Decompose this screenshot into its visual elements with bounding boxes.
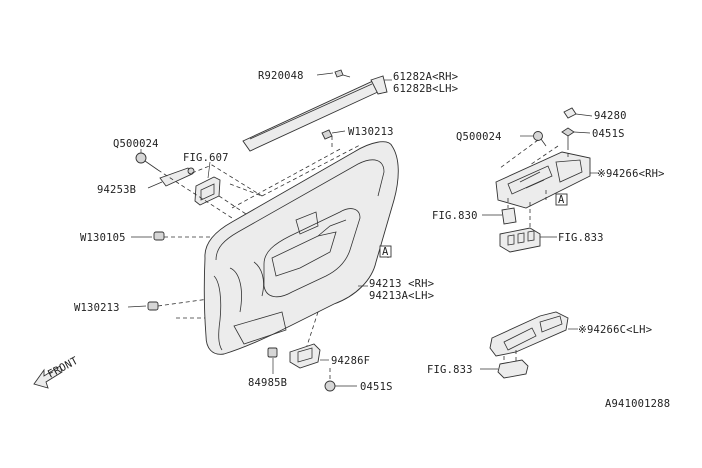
leader-w130213-low	[127, 305, 147, 308]
clip-w130213-low	[147, 301, 159, 311]
diagram-code: A941001288	[605, 398, 670, 410]
clip-r920048	[334, 69, 351, 78]
clip-84985b	[267, 347, 278, 374]
leader-94253b	[147, 181, 163, 189]
screw-q500024-left	[135, 152, 159, 171]
leader-fig607	[207, 161, 211, 179]
label-61282b: 61282B<LH>	[393, 83, 458, 95]
switch-panel-94266c	[489, 311, 569, 357]
weatherstrip-part	[242, 75, 388, 152]
label-94266c: ※94266C<LH>	[578, 324, 652, 336]
clip-w130105	[153, 231, 165, 241]
label-84985b: 84985B	[248, 377, 287, 389]
label-94213: 94213 <RH>	[369, 278, 434, 290]
label-w130213-top: W130213	[348, 126, 394, 138]
screw-0451s-low	[324, 380, 357, 392]
label-94253b: 94253B	[97, 184, 136, 196]
screw-0451s-right	[561, 127, 591, 146]
label-q500024-right: Q500024	[456, 131, 502, 143]
screw-q500024-right	[533, 131, 547, 147]
door-trim-panel	[203, 141, 399, 355]
label-fig833-top: FIG.833	[558, 232, 604, 244]
label-94286f: 94286F	[331, 355, 370, 367]
bracket-94286f	[289, 343, 321, 369]
callout-a-right: A	[558, 194, 565, 206]
bracket-94253b	[159, 167, 195, 187]
clip-w130213-top	[321, 129, 346, 140]
label-0451s-low: 0451S	[360, 381, 393, 393]
label-61282a: 61282A<RH>	[393, 71, 458, 83]
cap-94280	[563, 107, 593, 119]
switch-block-fig833-top	[499, 227, 541, 253]
label-q500024-left: Q500024	[113, 138, 159, 150]
callout-a-left: A	[382, 246, 389, 258]
label-94280: 94280	[594, 110, 627, 122]
switch-panel-94266	[495, 151, 591, 209]
label-0451s-right: 0451S	[592, 128, 625, 140]
inner-handle-fig607	[194, 176, 221, 206]
switch-fig830	[501, 207, 517, 225]
switch-block-fig833-low	[497, 359, 529, 379]
label-fig833-low: FIG.833	[427, 364, 473, 376]
dashed-right-assembly	[499, 139, 569, 228]
label-fig830: FIG.830	[432, 210, 478, 222]
label-w130213-low: W130213	[74, 302, 120, 314]
leader-r920048	[316, 72, 334, 76]
label-r920048: R920048	[258, 70, 304, 82]
label-fig607: FIG.607	[183, 152, 229, 164]
callout-a-left-box	[379, 245, 392, 258]
dashed-lower-right	[503, 350, 517, 364]
label-94266: ※94266<RH>	[597, 168, 665, 180]
front-arrow-icon	[33, 365, 63, 389]
label-w130105: W130105	[80, 232, 126, 244]
callout-a-right-box	[555, 193, 568, 206]
label-94213a: 94213A<LH>	[369, 290, 434, 302]
label-front: FRONT	[46, 355, 81, 381]
